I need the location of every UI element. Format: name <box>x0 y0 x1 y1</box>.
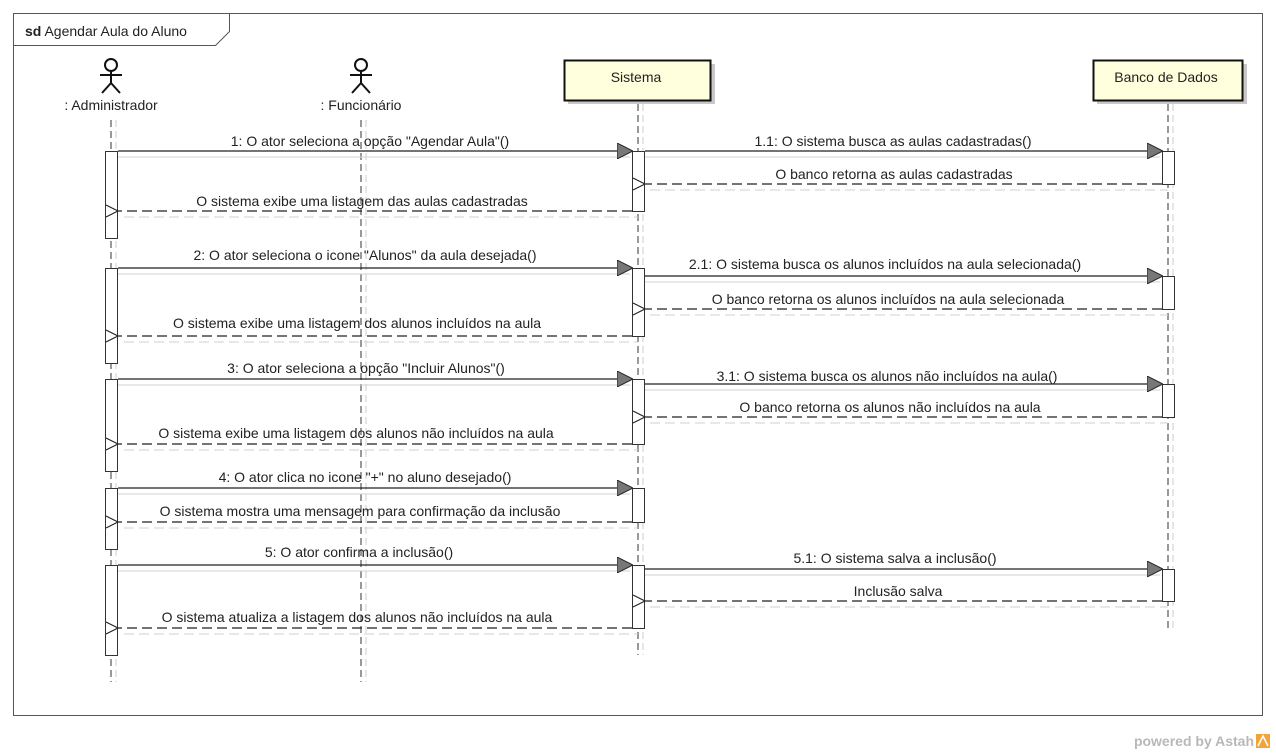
message-label: 4: O ator clica no icone "+" no aluno de… <box>219 469 512 485</box>
activation-bar <box>105 268 118 364</box>
message-shadows <box>118 156 1168 635</box>
activation-bar <box>632 151 645 212</box>
message-label: 5: O ator confirma a inclusão() <box>265 544 453 560</box>
message-label: 2: O ator seleciona o icone "Alunos" da … <box>193 247 536 263</box>
activation-bar <box>105 565 118 656</box>
frame-title-tab <box>13 13 230 46</box>
message-label: O sistema exibe uma listagem dos alunos … <box>173 315 541 331</box>
message-label: O sistema mostra uma mensagem para confi… <box>160 503 561 519</box>
object-sistema: Sistema <box>563 59 715 104</box>
astah-watermark: powered by Astah <box>1134 733 1270 749</box>
activation-bar <box>105 379 118 472</box>
message-label: O sistema exibe uma listagem das aulas c… <box>196 193 528 209</box>
activation-bar <box>1162 276 1175 310</box>
activation-bar <box>105 151 118 239</box>
activation-bar <box>632 565 645 629</box>
message-label: 1.1: O sistema busca as aulas cadastrada… <box>754 133 1031 149</box>
diagram-frame <box>13 13 1263 716</box>
actor-funcionario: : Funcionário <box>321 58 402 113</box>
actor-administrador: : Administrador <box>64 58 158 113</box>
message-label: 5.1: O sistema salva a inclusão() <box>793 550 996 566</box>
message-label: 3: O ator seleciona a opção "Incluir Alu… <box>227 360 505 376</box>
object-banco-de-dados: Banco de Dados <box>1092 59 1247 104</box>
activation-bar <box>632 488 645 523</box>
astah-logo-icon <box>1256 734 1270 748</box>
activation-bar <box>632 379 645 445</box>
activation-bar <box>1162 384 1175 418</box>
activation-bar <box>105 488 118 550</box>
message-label: O banco retorna as aulas cadastradas <box>775 166 1012 182</box>
stick-figure-icon <box>100 58 122 94</box>
actor-label: : Funcionário <box>321 97 402 113</box>
activation-bar <box>1162 569 1175 602</box>
actor-label: : Administrador <box>64 97 158 113</box>
object-label: Banco de Dados <box>1114 69 1218 85</box>
messages <box>118 151 1162 628</box>
activation-bar <box>632 268 645 337</box>
message-label: 1: O ator seleciona a opção "Agendar Aul… <box>231 133 509 149</box>
frame-title: sd Agendar Aula do Aluno <box>25 23 187 39</box>
message-label: O sistema exibe uma listagem dos alunos … <box>158 425 554 441</box>
activation-bar <box>1162 151 1175 185</box>
stick-figure-icon <box>350 58 372 94</box>
object-label: Sistema <box>611 69 662 85</box>
message-label: 3.1: O sistema busca os alunos não inclu… <box>717 368 1058 384</box>
message-labels: 1: O ator seleciona a opção "Agendar Aul… <box>158 133 1081 625</box>
message-label: O sistema atualiza a listagem dos alunos… <box>162 609 553 625</box>
message-label: O banco retorna os alunos não incluídos … <box>739 399 1040 415</box>
message-label: Inclusão salva <box>854 583 943 599</box>
message-label: 2.1: O sistema busca os alunos incluídos… <box>689 256 1081 272</box>
message-label: O banco retorna os alunos incluídos na a… <box>712 291 1065 307</box>
watermark-text: powered by Astah <box>1134 733 1254 749</box>
